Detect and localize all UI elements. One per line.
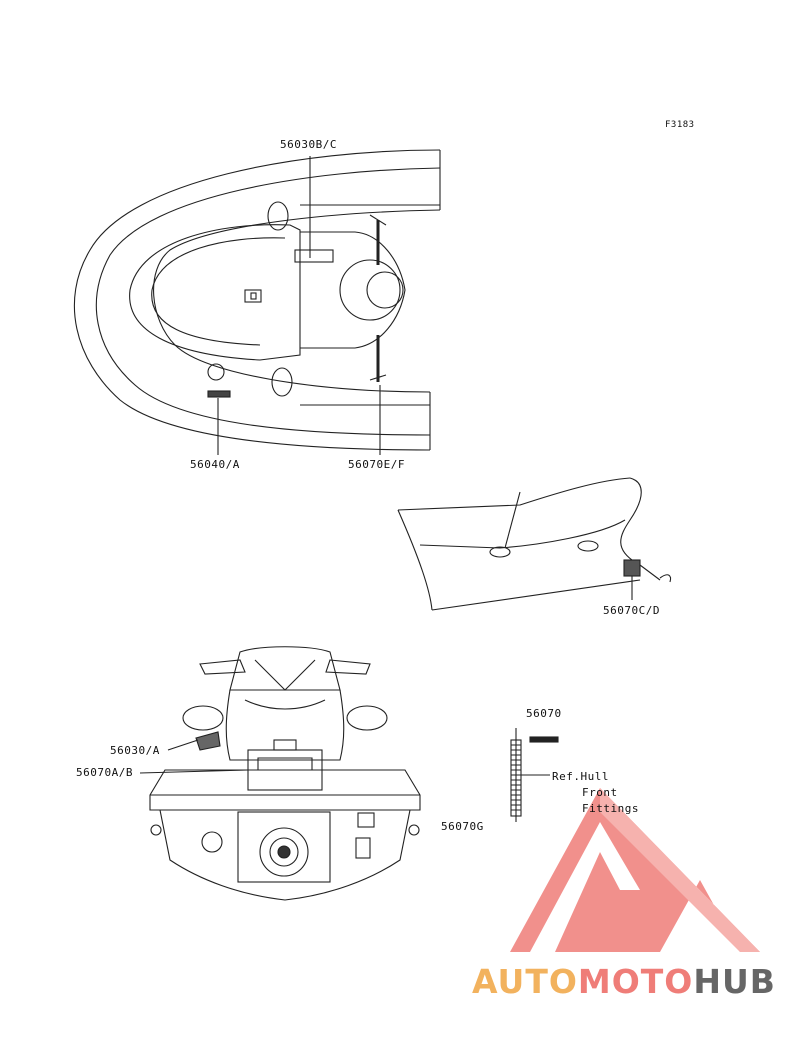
watermark-text: AUTOMOTOHUB: [472, 962, 776, 1001]
part-label-56070e-f: 56070E/F: [348, 458, 405, 471]
ref-label-line3: Fittings: [582, 802, 639, 815]
ref-label-line1: Ref.Hull: [552, 770, 609, 783]
watermark-auto: AUTO: [472, 962, 578, 1001]
top-view-console: [207, 201, 406, 398]
part-label-56070g: 56070G: [441, 820, 484, 833]
leader-line: [167, 739, 199, 751]
part-label-56030-a: 56030/A: [110, 744, 160, 757]
top-view-hull: [73, 149, 441, 451]
part-label-56040-a: 56040/A: [190, 458, 240, 471]
top-view-seat: [129, 224, 301, 361]
part-label-56070: 56070: [526, 707, 562, 720]
leader-line: [139, 769, 249, 774]
watermark-moto: MOTO: [577, 962, 694, 1001]
rear-view: [149, 646, 421, 901]
part-56070g-strip: [510, 728, 522, 822]
figure-code: F3183: [665, 120, 695, 130]
watermark-triangle-logo: [510, 788, 760, 952]
watermark-hub: HUB: [693, 962, 776, 1001]
part-label-56070c-d: 56070C/D: [603, 604, 660, 617]
side-view-detail: [397, 477, 672, 611]
part-strip-56070: [529, 736, 559, 743]
ref-label-line2: Front: [582, 786, 618, 799]
part-label-56070a-b: 56070A/B: [76, 766, 133, 779]
part-label-56030b-c: 56030B/C: [280, 138, 337, 151]
